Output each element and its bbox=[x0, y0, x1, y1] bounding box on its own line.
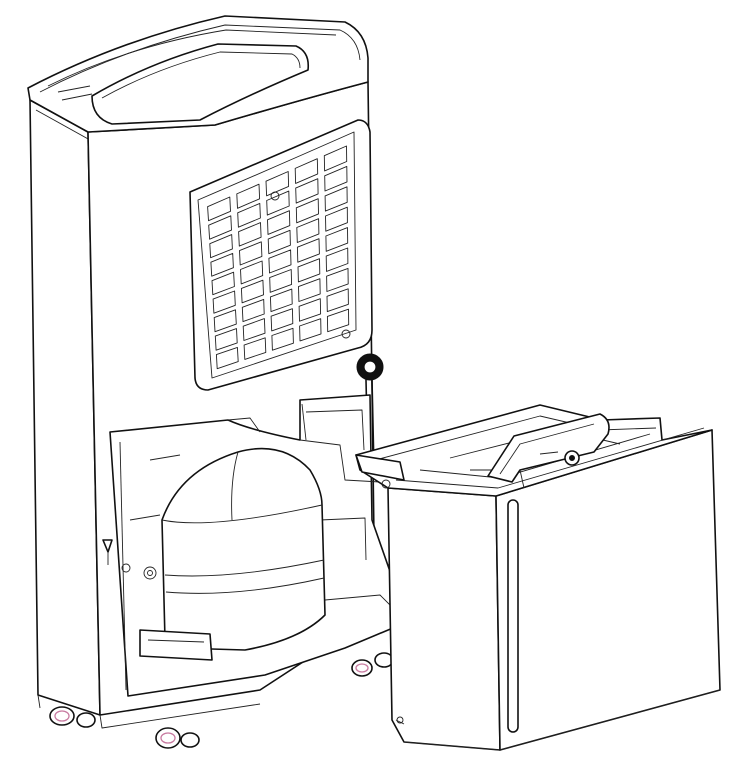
grille-cell bbox=[240, 260, 264, 285]
level-window bbox=[507, 499, 519, 733]
grille-cell bbox=[326, 288, 349, 313]
grille-cell bbox=[299, 318, 322, 342]
grille-cell bbox=[238, 222, 262, 247]
grille-cell bbox=[325, 247, 349, 272]
grille-cell bbox=[243, 337, 267, 360]
grille-cell bbox=[236, 183, 261, 209]
grille-cell bbox=[298, 278, 321, 302]
top-handle bbox=[57, 43, 310, 125]
grille-cell bbox=[240, 279, 264, 304]
caster-center-front bbox=[155, 727, 200, 749]
grille-cell bbox=[237, 202, 261, 228]
grille-cell bbox=[297, 258, 321, 283]
grille-cell bbox=[296, 218, 320, 243]
grille-cell bbox=[265, 171, 290, 197]
grille-cell bbox=[271, 327, 294, 351]
grille-cell bbox=[324, 165, 348, 192]
grille-cell bbox=[294, 158, 319, 184]
grille-cell bbox=[269, 269, 293, 293]
grille-cell bbox=[326, 308, 350, 333]
grille-cell bbox=[323, 145, 348, 172]
grille-cell bbox=[324, 186, 348, 212]
grille-cell bbox=[213, 309, 237, 333]
grille-cell bbox=[295, 198, 319, 224]
grille-cell bbox=[298, 298, 322, 322]
grille-cell bbox=[266, 190, 290, 216]
grille-cell bbox=[214, 328, 238, 351]
grille-cell bbox=[211, 271, 235, 296]
tank-handle bbox=[487, 413, 610, 489]
grille-cell bbox=[210, 252, 234, 277]
caster-left-front bbox=[49, 706, 96, 728]
grille-cell bbox=[215, 346, 239, 370]
grille-cell bbox=[268, 249, 292, 274]
grille-cell bbox=[325, 227, 349, 252]
grille-cell bbox=[267, 210, 291, 235]
grille-cell bbox=[267, 229, 291, 255]
grille-cell bbox=[208, 215, 232, 240]
grille-cell bbox=[209, 234, 233, 259]
compressor bbox=[139, 447, 326, 661]
caster-right-rear bbox=[351, 652, 394, 677]
rear-air-grille bbox=[189, 119, 373, 391]
grille-cell bbox=[239, 241, 263, 266]
grille-cell bbox=[242, 318, 266, 341]
grille-cell bbox=[241, 298, 265, 323]
grille-cell bbox=[326, 267, 349, 292]
grille-cell bbox=[212, 290, 236, 314]
grille-cell bbox=[269, 288, 293, 313]
grille-cell bbox=[270, 308, 294, 332]
grille-cell bbox=[295, 178, 319, 204]
casters bbox=[37, 652, 394, 749]
grille-cells bbox=[207, 145, 350, 370]
grille-cell bbox=[325, 206, 348, 232]
grille-cell bbox=[207, 196, 231, 222]
grille-cell bbox=[296, 238, 320, 263]
